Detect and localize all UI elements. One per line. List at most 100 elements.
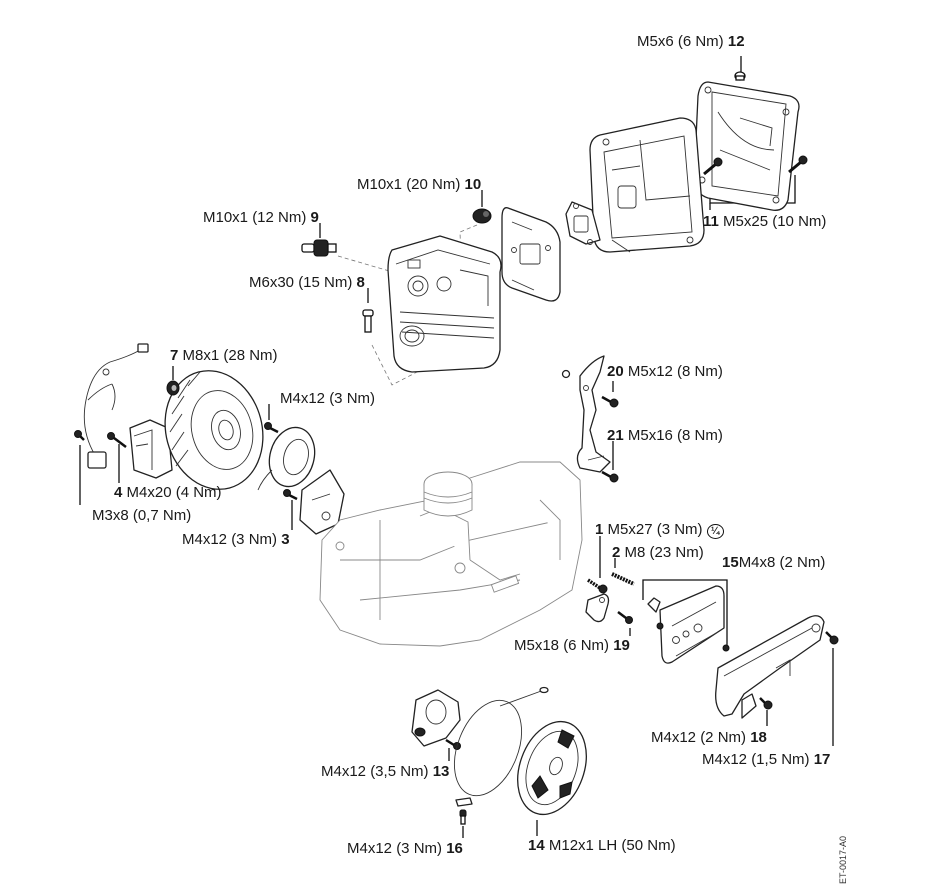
callout-7-spec: M8x1 (28 Nm) — [182, 347, 278, 364]
decompression-valve-10 — [472, 208, 492, 224]
callout-15-spec: M4x8 (2 Nm) — [738, 554, 826, 571]
callout-21: 21 M5x16 (8 Nm) — [607, 427, 723, 444]
bolt-3 — [283, 489, 298, 501]
clutch — [517, 720, 587, 816]
callout-9-spec: M10x1 (12 Nm) — [203, 209, 307, 226]
callout-2-number: 2 — [612, 544, 621, 561]
callout-19: M5x18 (6 Nm) 19 — [514, 637, 630, 654]
crankcase — [319, 461, 583, 647]
fan-housing-part — [299, 469, 345, 535]
callout-4: 4 M4x20 (4 Nm) — [114, 484, 222, 501]
muffler-gasket — [565, 201, 601, 245]
callout-10: M10x1 (20 Nm) 10 — [357, 176, 481, 193]
bolt-20 — [601, 395, 619, 408]
callout-18-number: 18 — [750, 729, 767, 746]
bolt-21 — [601, 470, 619, 483]
callout-13-number: 13 — [432, 763, 450, 780]
callout-12-spec: M5x6 (6 Nm) — [637, 33, 724, 50]
muffler — [589, 117, 705, 253]
callout-21-number: 21 — [607, 427, 624, 444]
bolt-15b — [722, 644, 730, 652]
callout-20-spec: M5x12 (8 Nm) — [627, 363, 723, 380]
callout-19-spec: M5x18 (6 Nm) — [514, 637, 610, 654]
callout-10-spec: M10x1 (20 Nm) — [357, 176, 461, 193]
callout-18-spec: M4x12 (2 Nm) — [651, 729, 747, 746]
callout-20: 20 M5x12 (8 Nm) — [607, 363, 723, 380]
stud-2 — [611, 572, 635, 586]
bolt-12 — [734, 71, 746, 81]
callout-15-number: 15 — [722, 554, 739, 571]
callout-13-spec: M4x12 (3,5 Nm) — [321, 763, 429, 780]
callout-7: 7 M8x1 (28 Nm) — [170, 347, 278, 364]
nut-7 — [166, 380, 180, 396]
bolt-8 — [362, 309, 374, 333]
ignition-module — [129, 419, 173, 479]
brake-lever-bracket — [576, 355, 611, 473]
brake-band — [454, 686, 549, 807]
figure-code: ET-0017-A0 — [838, 835, 848, 884]
rotation-quarter-turn-icon: ¼ — [706, 524, 724, 539]
bolt-4 — [107, 432, 127, 448]
callout-17-number: 17 — [813, 751, 831, 768]
callout-1-spec: M5x27 (3 Nm) — [607, 521, 703, 538]
callout-2-spec: M8 (23 Nm) — [624, 544, 704, 561]
callout-12-number: 12 — [727, 33, 745, 50]
starter-ring — [257, 426, 316, 491]
callout-16-number: 16 — [446, 840, 463, 857]
bolt-11a — [703, 157, 723, 176]
callout-11-spec: M5x25 (10 Nm) — [723, 213, 827, 230]
callout-16-spec: M4x12 (3 Nm) — [347, 840, 443, 857]
bolt-m3x8 — [74, 430, 85, 441]
callout-17: M4x12 (1,5 Nm) 17 — [702, 751, 830, 768]
callout-20-number: 20 — [607, 363, 624, 380]
callout-m4x12-flywheel: M4x12 (3 Nm) — [280, 390, 375, 407]
callout-m3x8-spec: M3x8 (0,7 Nm) — [92, 507, 192, 524]
flywheel — [164, 370, 264, 490]
callout-7-number: 7 — [170, 347, 179, 364]
callout-11-number: 11 — [703, 213, 719, 230]
bolt-18 — [759, 697, 773, 710]
piston — [423, 471, 473, 517]
bolt-11b — [788, 155, 808, 174]
callout-13: M4x12 (3,5 Nm) 13 — [321, 763, 449, 780]
callout-14-spec: M12x1 LH (50 Nm) — [548, 837, 676, 854]
callout-11: 11 M5x25 (10 Nm) — [703, 213, 826, 230]
callout-3-spec: M4x12 (3 Nm) — [182, 531, 278, 548]
callout-8-spec: M6x30 (15 Nm) — [249, 274, 353, 291]
bolt-13 — [445, 738, 461, 750]
callout-14-number: 14 — [528, 837, 545, 854]
ignition-wiring — [83, 343, 149, 469]
callout-4-spec: M4x20 (4 Nm) — [126, 484, 222, 501]
callout-m4x12-flywheel-spec: M4x12 (3 Nm) — [280, 390, 376, 407]
callout-m3x8: M3x8 (0,7 Nm) — [92, 507, 191, 524]
bolt-1 — [587, 578, 608, 594]
spark-plug-9 — [301, 239, 337, 257]
callout-8: M6x30 (15 Nm) 8 — [249, 274, 365, 291]
callout-1-number: 1 — [595, 521, 604, 538]
sprocket-cover — [715, 615, 825, 719]
callout-9: M10x1 (12 Nm) 9 — [203, 209, 319, 226]
oil-pump — [411, 689, 461, 747]
callout-2: 2 M8 (23 Nm) — [612, 544, 704, 561]
heat-shield — [501, 207, 561, 302]
chain-guide-plate — [659, 585, 725, 664]
callout-10-number: 10 — [464, 176, 482, 193]
chain-catcher — [585, 593, 610, 623]
callout-4-number: 4 — [114, 484, 123, 501]
small-nut — [561, 369, 571, 379]
cylinder — [387, 235, 502, 373]
bolt-16 — [459, 809, 467, 825]
bolt-17 — [825, 631, 839, 645]
bolt-19 — [617, 611, 633, 624]
callout-9-number: 9 — [310, 209, 319, 226]
shroud-cover — [693, 81, 800, 211]
bolt-m4x12-flywheel — [264, 422, 279, 434]
callout-14: 14 M12x1 LH (50 Nm) — [528, 837, 676, 854]
callout-16: M4x12 (3 Nm) 16 — [347, 840, 463, 857]
small-bracket-15 — [647, 597, 661, 613]
callout-1: 1 M5x27 (3 Nm) ¼ — [595, 521, 724, 539]
callout-18: M4x12 (2 Nm) 18 — [651, 729, 767, 746]
callout-3-number: 3 — [281, 531, 290, 548]
